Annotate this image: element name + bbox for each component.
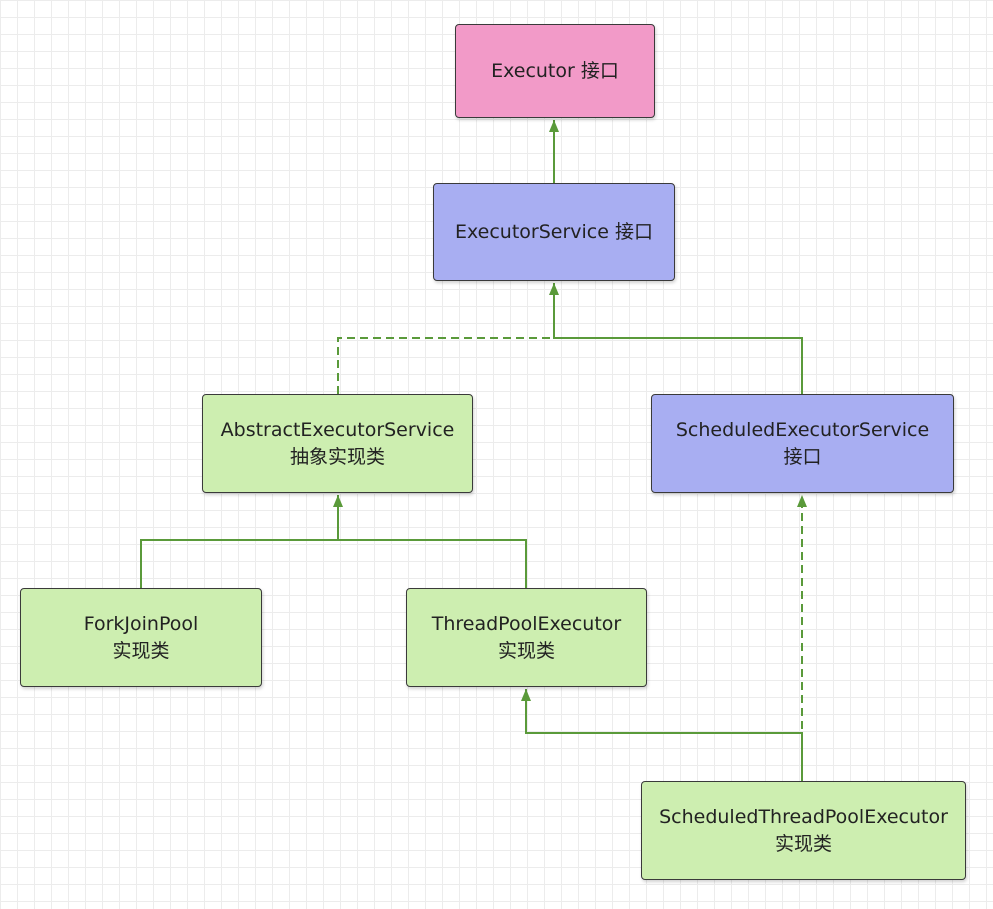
node-tag: 接口: [614, 220, 653, 243]
arrowhead-icon: [797, 495, 807, 507]
node-name: ScheduledThreadPoolExecutor: [659, 805, 948, 828]
edge-scheduled-executor-service-to-executor-service: [553, 283, 803, 394]
edge-scheduled-thread-pool-executor-to-thread-pool-executor: [525, 689, 803, 781]
scheduled-executor-service-interface-node: ScheduledExecutorService 接口: [651, 394, 954, 493]
arrowhead-icon: [521, 689, 531, 701]
node-tag: 接口: [783, 445, 822, 468]
node-title: Executor 接口: [491, 58, 619, 85]
node-title: ExecutorService 接口: [455, 219, 653, 246]
node-tag: 接口: [580, 59, 619, 82]
abstract-executor-service-node: AbstractExecutorService 抽象实现类: [202, 394, 473, 493]
arrowhead-icon: [549, 120, 559, 132]
node-name: AbstractExecutorService: [220, 418, 455, 441]
edge-abstract-executor-service-to-executor-service: [337, 283, 555, 394]
node-tag: 实现类: [112, 639, 170, 662]
node-tag: 抽象实现类: [289, 445, 385, 468]
edge-fork-join-pool-to-abstract-executor-service: [140, 495, 339, 588]
node-tag: 实现类: [497, 639, 555, 662]
node-name: ExecutorService: [454, 220, 609, 243]
fork-join-pool-node: ForkJoinPool 实现类: [20, 588, 262, 687]
node-name: ScheduledExecutorService: [675, 418, 930, 441]
node-tag: 实现类: [774, 832, 832, 855]
arrowhead-icon: [549, 283, 559, 295]
edge-thread-pool-executor-to-abstract-executor-service: [337, 495, 527, 588]
node-name: ForkJoinPool: [83, 612, 199, 635]
executor-interface-node: Executor 接口: [455, 24, 655, 118]
thread-pool-executor-node: ThreadPoolExecutor 实现类: [406, 588, 647, 687]
executor-service-interface-node: ExecutorService 接口: [433, 183, 675, 281]
node-name: ThreadPoolExecutor: [431, 612, 622, 635]
arrowhead-icon: [333, 495, 343, 507]
scheduled-thread-pool-executor-node: ScheduledThreadPoolExecutor 实现类: [641, 781, 966, 880]
node-name: Executor: [491, 59, 575, 82]
